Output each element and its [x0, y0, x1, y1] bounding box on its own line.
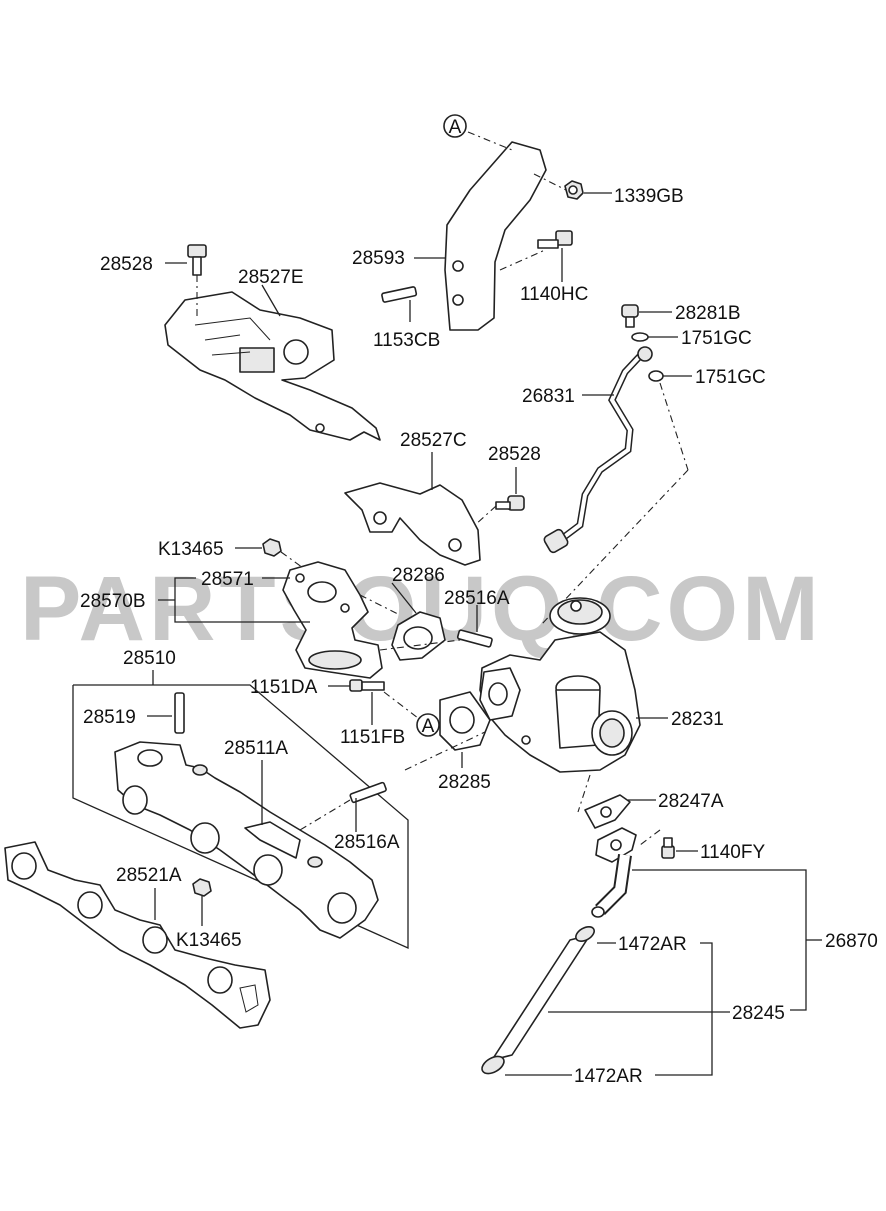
- svg-text:A: A: [449, 117, 462, 138]
- label-1153cb: 1153CB: [373, 330, 440, 351]
- hose-28245[interactable]: [479, 924, 597, 1077]
- washer-1751gc-a[interactable]: [631, 332, 649, 342]
- bolt-28281b[interactable]: [621, 304, 639, 328]
- label-28521a: 28521A: [116, 865, 182, 886]
- washer-1751gc-b[interactable]: [648, 370, 664, 382]
- label-1751gc-b: 1751GC: [695, 367, 766, 388]
- stud-1153cb[interactable]: [381, 286, 418, 303]
- label-28231: 28231: [671, 709, 724, 730]
- stud-28516a-bottom[interactable]: [349, 781, 387, 804]
- label-28527e: 28527E: [238, 267, 304, 288]
- bolt-1151da[interactable]: [349, 679, 385, 692]
- ref-circle-a-mid: A: [416, 713, 440, 737]
- stud-28519[interactable]: [174, 692, 185, 734]
- nut-k13465-bottom[interactable]: [192, 878, 212, 897]
- label-28571: 28571: [201, 569, 254, 590]
- bracket-28593[interactable]: [444, 141, 547, 331]
- label-1472ar-top: 1472AR: [618, 934, 687, 955]
- svg-text:A: A: [422, 716, 435, 737]
- label-28247a: 28247A: [658, 791, 724, 812]
- label-28281b: 28281B: [675, 303, 741, 324]
- bolt-1140hc[interactable]: [537, 230, 573, 249]
- gasket-28247a[interactable]: [584, 794, 631, 829]
- label-26831: 26831: [522, 386, 575, 407]
- label-28528-mid: 28528: [488, 444, 541, 465]
- nut-1339gb[interactable]: [564, 180, 584, 200]
- label-28570b: 28570B: [80, 591, 146, 612]
- label-1140hc: 1140HC: [520, 284, 588, 305]
- label-28285: 28285: [438, 772, 491, 793]
- label-28593: 28593: [352, 248, 405, 269]
- label-28516a-top: 28516A: [444, 588, 510, 609]
- label-28286: 28286: [392, 565, 445, 586]
- label-28519: 28519: [83, 707, 136, 728]
- oil-return-pipe-26870[interactable]: [591, 827, 637, 918]
- label-28510: 28510: [123, 648, 176, 669]
- label-26870: 26870: [825, 931, 878, 952]
- label-1151da: 1151DA: [250, 677, 318, 698]
- stud-28516a-top[interactable]: [456, 629, 493, 648]
- label-1339gb: 1339GB: [614, 186, 684, 207]
- bolt-28528-mid[interactable]: [495, 495, 525, 511]
- gasket-28521a[interactable]: [4, 841, 271, 1029]
- turbocharger-28231[interactable]: [479, 597, 641, 773]
- label-k13465-top: K13465: [158, 539, 224, 560]
- oil-pipe-26831[interactable]: [543, 346, 653, 554]
- label-1140fy: 1140FY: [700, 842, 765, 863]
- heat-shield-28527e[interactable]: [164, 291, 381, 441]
- label-1472ar-bot: 1472AR: [574, 1066, 643, 1087]
- label-k13465-bottom: K13465: [176, 930, 242, 951]
- label-28516a-bottom: 28516A: [334, 832, 400, 853]
- label-28511a: 28511A: [224, 738, 288, 759]
- bolt-1140fy[interactable]: [661, 837, 675, 859]
- label-28245: 28245: [732, 1003, 785, 1024]
- label-28528-top: 28528: [100, 254, 153, 275]
- label-28527c: 28527C: [400, 430, 467, 451]
- ref-circle-a-top: A: [443, 114, 467, 138]
- manifold-28511a[interactable]: [114, 741, 379, 939]
- heat-shield-28527c[interactable]: [344, 482, 481, 566]
- gasket-28286[interactable]: [391, 611, 446, 661]
- nut-k13465-top[interactable]: [262, 538, 282, 557]
- label-1751gc-a: 1751GC: [681, 328, 752, 349]
- bolt-28528-top[interactable]: [187, 244, 207, 276]
- label-1151fb: 1151FB: [340, 727, 405, 748]
- elbow-28570b[interactable]: [282, 561, 383, 679]
